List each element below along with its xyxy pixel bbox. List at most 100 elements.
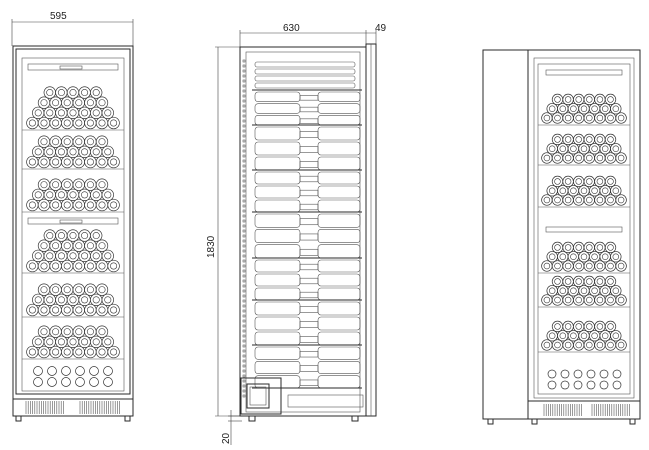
bottle-side xyxy=(254,301,301,316)
width-label: 595 xyxy=(50,11,67,22)
bottle-side xyxy=(254,103,301,114)
bottle-side xyxy=(317,244,361,259)
bottle-end xyxy=(586,380,596,390)
bottle-side xyxy=(317,375,361,389)
foot xyxy=(531,418,538,425)
vent-grille xyxy=(25,401,120,414)
bottle-end xyxy=(89,377,99,387)
bottle-side xyxy=(254,91,301,102)
depth-label: 630 xyxy=(283,23,300,34)
bottle-side xyxy=(254,61,356,68)
foot xyxy=(248,415,256,422)
top-control-panel xyxy=(545,69,623,76)
bottle-ends xyxy=(26,86,120,387)
middle-control-panel xyxy=(27,217,119,225)
bottle-side xyxy=(254,185,301,199)
bottle-end xyxy=(573,369,583,379)
bottle-side xyxy=(254,82,356,89)
bottle-side xyxy=(317,103,361,114)
foot xyxy=(351,415,359,422)
bottle-side xyxy=(317,141,361,156)
bottle-side xyxy=(317,185,361,199)
bottle-side xyxy=(317,213,361,228)
bottle-side xyxy=(254,259,301,273)
bottle-end xyxy=(61,366,71,376)
bottle-end xyxy=(586,369,596,379)
bottle-end xyxy=(75,366,85,376)
bottle-end xyxy=(33,366,43,376)
bottle-side xyxy=(254,229,301,243)
kick-plate xyxy=(12,398,134,417)
depth-dimension: 630 49 xyxy=(239,23,387,48)
bottle-end xyxy=(61,377,71,387)
bottle-side xyxy=(317,229,361,243)
display-screen xyxy=(59,219,83,224)
bottle-side xyxy=(254,361,301,374)
glass-door xyxy=(15,48,131,395)
bottle-side xyxy=(254,287,301,301)
perspective-view xyxy=(482,49,641,425)
bottle-end xyxy=(573,380,583,390)
shelf-rail xyxy=(242,59,246,398)
bottle-end xyxy=(547,369,557,379)
bottle-side xyxy=(254,244,301,259)
feet-dimension: 20 xyxy=(221,410,242,445)
bottle-end xyxy=(560,369,570,379)
bottle-side xyxy=(254,126,301,141)
inner-frame xyxy=(21,57,125,392)
inner-frame xyxy=(537,63,631,395)
shelves xyxy=(252,61,362,389)
middle-control-panel xyxy=(545,226,623,233)
bottle-end xyxy=(75,377,85,387)
feet-label: 20 xyxy=(221,432,232,444)
bottle-side xyxy=(317,361,361,374)
side-cabinet xyxy=(239,46,367,417)
bottle-side xyxy=(254,141,301,156)
width-dimension: 595 xyxy=(11,11,134,46)
bottle-side xyxy=(254,346,301,360)
side-view: 630 49 1830 20 xyxy=(206,23,387,445)
bottle-side xyxy=(254,115,301,126)
bottle-side xyxy=(317,287,361,301)
inner-cavity xyxy=(245,51,361,413)
bottle-side xyxy=(254,273,301,287)
height-dimension: 1830 xyxy=(206,46,240,417)
bottle-end xyxy=(103,366,113,376)
bottle-side xyxy=(317,199,361,213)
bottle-side xyxy=(317,346,361,360)
bottle-side xyxy=(317,115,361,126)
shelves xyxy=(22,129,124,360)
bottle-end xyxy=(599,369,609,379)
front-view: 595 xyxy=(11,11,134,422)
foot xyxy=(629,418,636,425)
display-screen xyxy=(59,65,83,70)
compressor xyxy=(246,383,270,409)
bottle-side xyxy=(317,301,361,316)
bottle-side xyxy=(317,259,361,273)
bottle-side xyxy=(317,171,361,185)
bottle-side xyxy=(254,199,301,213)
bottle-side xyxy=(254,213,301,228)
bottle-end xyxy=(103,377,113,387)
compressor-housing xyxy=(240,377,282,415)
bottle-end xyxy=(560,380,570,390)
bottle-ends xyxy=(541,93,627,390)
bottle-end xyxy=(33,377,43,387)
height-label: 1830 xyxy=(206,235,217,258)
bottle-side xyxy=(317,273,361,287)
bottle-end xyxy=(47,366,57,376)
bottle-side xyxy=(254,171,301,185)
bottle-end xyxy=(547,380,557,390)
bottle-end xyxy=(612,380,622,390)
bottle-side xyxy=(317,91,361,102)
foot xyxy=(487,418,494,425)
vent-grille xyxy=(543,404,630,416)
bottle-end xyxy=(89,366,99,376)
bottom-bottle-tray xyxy=(287,394,364,408)
bottle-side xyxy=(317,126,361,141)
bottle-side xyxy=(254,316,301,331)
glass-door xyxy=(533,57,635,399)
bottle-side xyxy=(254,68,356,75)
bottle-side xyxy=(254,75,356,82)
